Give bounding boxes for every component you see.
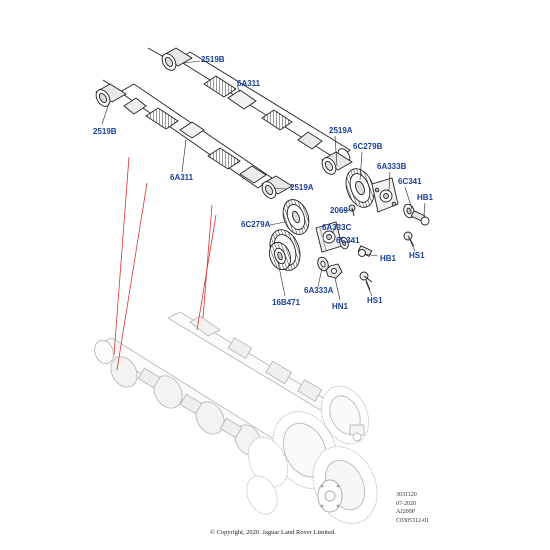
screw-hs1-bottom (359, 271, 373, 291)
shaft-6a311-lower (102, 79, 273, 189)
reference-line-4: C0305312-01 (396, 517, 429, 524)
callout-6c341-bottom: 6C341 (336, 236, 360, 245)
shaft-6a311-upper (147, 47, 351, 164)
damper-6a333b (371, 177, 399, 213)
callout-6c279a: 6C279A (241, 220, 271, 229)
callout-hn1: HN1 (332, 302, 349, 311)
gear-6c279a (282, 199, 310, 235)
callout-hs1-top: HS1 (409, 251, 425, 260)
callout-6a333b: 6A333B (377, 162, 407, 171)
nut-hn1 (325, 263, 343, 279)
position-leader-lines (113, 156, 217, 371)
bolt-hb1-top (410, 210, 430, 226)
callout-16b471: 16B471 (272, 298, 301, 307)
drawing-reference-block: 3031120 07-2020 AJ200P C0305312-01 (396, 491, 429, 525)
callout-6c279b: 6C279B (353, 142, 383, 151)
callout-2519a-top: 2519A (329, 126, 353, 135)
bolt-hb1-bottom (357, 245, 373, 257)
callout-leaders (101, 60, 426, 301)
reference-line-2: 07-2020 (396, 500, 416, 507)
gear-16b471 (269, 229, 301, 271)
callout-6c341-top: 6C341 (398, 177, 422, 186)
bearing-2519a-top (321, 151, 353, 175)
callout-hs1-bottom: HS1 (367, 296, 383, 305)
bearing-2519a-mid (261, 175, 293, 199)
callout-2519b-left: 2519B (93, 127, 117, 136)
pin-2069 (348, 204, 356, 217)
callout-2069: 2069 (330, 206, 348, 215)
copyright-notice: © Copyright, 2020. Jaguar Land Rover Lim… (210, 529, 336, 536)
reference-line-3: AJ200P (396, 509, 416, 515)
callout-2519b-top: 2519B (201, 55, 225, 64)
assembled-view-ghost (94, 311, 378, 524)
callout-hb1-top: HB1 (417, 193, 434, 202)
bearing-2519b-top (161, 47, 193, 71)
callout-hb1-bottom: HB1 (380, 254, 397, 263)
callout-6a311-top: 6A311 (237, 79, 261, 88)
damper-6a333c (315, 221, 343, 253)
callout-6a333a: 6A333A (304, 286, 334, 295)
screw-hs1-top (403, 231, 415, 247)
gear-6c279b (345, 168, 375, 208)
spacer-6a333a (317, 256, 329, 272)
callout-6a311-left: 6A311 (170, 173, 194, 182)
bearing-2519b-left (95, 83, 127, 107)
reference-line-1: 3031120 (396, 492, 417, 498)
callout-2519a-mid: 2519A (290, 183, 314, 192)
callout-6a333c: 6A333C (322, 223, 352, 232)
